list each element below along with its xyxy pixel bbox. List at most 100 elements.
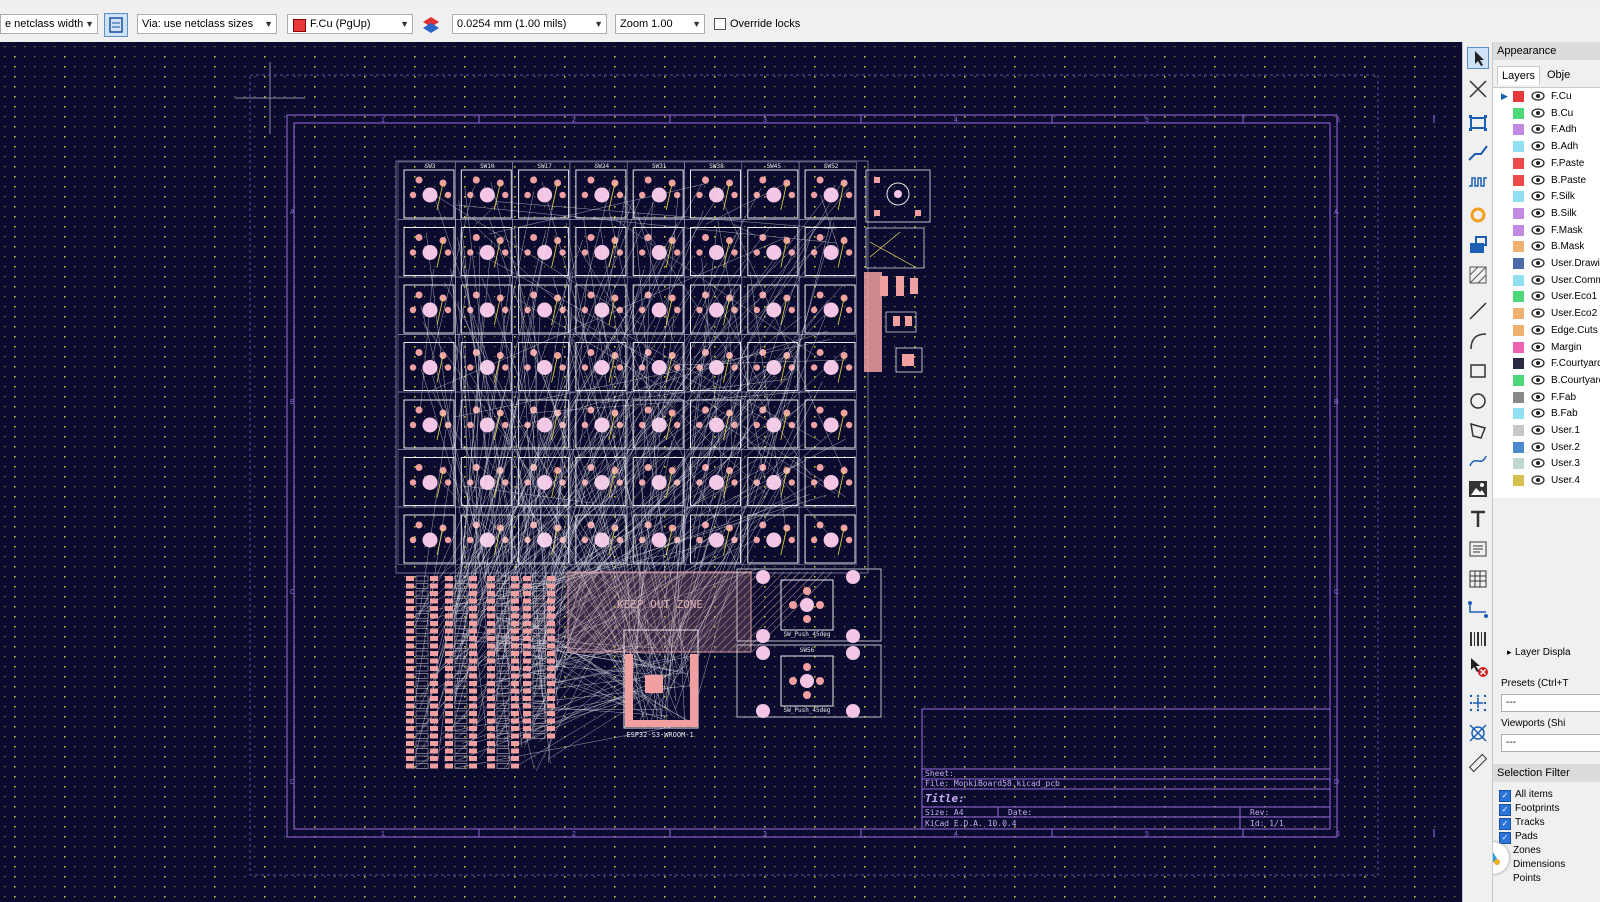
diode-footprint[interactable] [406, 680, 438, 687]
eye-icon[interactable] [1531, 123, 1545, 135]
eye-icon[interactable] [1531, 90, 1545, 102]
keepout-zone[interactable]: KEEP OUT ZONE [487, 571, 833, 653]
diode-footprint[interactable] [523, 605, 555, 612]
layer-row[interactable]: F.Paste [1493, 155, 1600, 172]
layer-row[interactable]: F.Adh [1493, 121, 1600, 138]
diode-footprint[interactable] [445, 740, 477, 747]
diode-footprint[interactable] [445, 598, 477, 604]
diode-footprint[interactable] [523, 583, 555, 589]
layer-color-swatch[interactable] [1513, 91, 1524, 102]
layer-color-swatch[interactable] [1513, 141, 1524, 153]
filter-checkbox[interactable]: ✓ [1499, 804, 1511, 816]
selection-filter-item[interactable]: ✓Pads [1499, 830, 1538, 844]
override-locks-checkbox[interactable] [714, 18, 726, 30]
layer-color-swatch[interactable] [1513, 391, 1524, 403]
diode-footprint[interactable] [487, 643, 519, 649]
eye-icon[interactable] [1531, 391, 1545, 403]
diode-footprint[interactable] [487, 733, 519, 739]
diode-footprint[interactable] [487, 673, 519, 679]
key-switch-footprint[interactable] [798, 449, 857, 508]
layer-color-swatch[interactable] [1513, 374, 1524, 386]
diode-footprint[interactable] [523, 665, 555, 672]
selection-filter-item[interactable]: ✓Footprints [1499, 802, 1559, 816]
key-switch-footprint[interactable] [798, 276, 857, 335]
layer-row[interactable]: B.Cu [1493, 105, 1600, 122]
diode-footprint[interactable] [445, 643, 477, 649]
key-switch-footprint[interactable]: SW52 [798, 161, 857, 220]
eye-icon[interactable] [1531, 324, 1545, 336]
diode-footprint[interactable] [445, 755, 477, 762]
eye-icon[interactable] [1531, 224, 1545, 236]
diode-footprint[interactable] [445, 583, 477, 589]
diode-footprint[interactable] [445, 703, 477, 709]
layer-color-swatch[interactable] [1513, 258, 1524, 269]
diode-footprint[interactable] [445, 733, 477, 739]
diode-footprint[interactable] [487, 605, 519, 612]
diode-footprint[interactable] [406, 598, 438, 604]
diode-footprint[interactable] [487, 650, 519, 657]
assistant-bubble[interactable] [1493, 842, 1509, 874]
layer-row[interactable]: B.Adh [1493, 138, 1600, 155]
add-footprint-tool[interactable] [1467, 112, 1489, 134]
layer-row[interactable]: User.Eco2 [1493, 305, 1600, 322]
diode-footprint[interactable] [445, 680, 477, 687]
diode-footprint[interactable] [406, 710, 438, 717]
draw-line-tool[interactable] [1467, 300, 1489, 322]
eye-icon[interactable] [1531, 341, 1545, 353]
diode-footprint[interactable] [445, 748, 477, 754]
diode-footprint[interactable] [445, 763, 477, 769]
selection-filter-item[interactable]: Points [1499, 872, 1541, 886]
diode-footprint[interactable] [406, 695, 438, 702]
diode-footprint[interactable] [406, 703, 438, 709]
diode-footprint[interactable] [406, 620, 438, 627]
layer-row[interactable]: F.Fab [1493, 389, 1600, 406]
diode-footprint[interactable] [406, 748, 438, 754]
eye-icon[interactable] [1531, 357, 1545, 369]
diode-footprint[interactable] [445, 605, 477, 612]
layer-row[interactable]: User.Comments [1493, 272, 1600, 289]
key-switch-footprint[interactable] [397, 334, 456, 393]
grid-origin-tool[interactable] [1467, 692, 1489, 714]
layer-row[interactable]: B.Paste [1493, 172, 1600, 189]
layer-color-swatch[interactable] [1513, 107, 1524, 119]
layer-row[interactable]: ▶F.Cu [1493, 88, 1600, 105]
diode-footprint[interactable] [523, 673, 555, 679]
usb-connector-area[interactable] [864, 169, 931, 373]
key-switch-footprint[interactable] [569, 391, 628, 450]
diode-footprint[interactable] [406, 605, 438, 612]
add-barcode-tool[interactable] [1467, 628, 1489, 650]
layer-row[interactable]: Edge.Cuts [1493, 322, 1600, 339]
add-table-tool[interactable] [1467, 568, 1489, 590]
layer-row[interactable]: B.Mask [1493, 238, 1600, 255]
diode-footprint[interactable] [523, 680, 555, 687]
diode-footprint[interactable] [523, 575, 555, 582]
diode-footprint[interactable] [523, 703, 555, 709]
key-switch-footprint[interactable] [397, 449, 456, 508]
viewports-select[interactable]: --- [1501, 734, 1600, 752]
diode-footprint[interactable] [445, 575, 477, 582]
diode-footprint[interactable] [487, 583, 519, 589]
layer-color-swatch[interactable] [1513, 308, 1524, 320]
layer-row[interactable]: User.4 [1493, 472, 1600, 489]
layer-color-swatch[interactable] [1513, 291, 1524, 303]
layer-color-swatch[interactable] [1513, 124, 1524, 136]
add-via-tool[interactable] [1467, 204, 1489, 226]
diode-footprint[interactable] [487, 590, 519, 597]
eye-icon[interactable] [1531, 207, 1545, 219]
local-ratsnest-tool[interactable] [1467, 78, 1489, 100]
tune-length-tool[interactable] [1467, 172, 1489, 194]
diode-footprint[interactable] [406, 688, 438, 694]
draw-arc-tool[interactable] [1467, 330, 1489, 352]
filter-checkbox[interactable]: ✓ [1499, 818, 1511, 830]
select-tool[interactable] [1467, 47, 1489, 69]
tab-layers[interactable]: Layers [1497, 66, 1541, 85]
layer-row[interactable]: Margin [1493, 339, 1600, 356]
key-switch-footprint[interactable] [626, 219, 685, 278]
diode-footprint[interactable] [487, 755, 519, 762]
layer-row[interactable]: User.Eco1 [1493, 288, 1600, 305]
diode-footprint[interactable] [487, 658, 519, 664]
selection-filter-item[interactable]: Dimensions [1499, 858, 1565, 872]
diode-footprint[interactable] [487, 740, 519, 747]
layer-row[interactable]: B.Fab [1493, 405, 1600, 422]
